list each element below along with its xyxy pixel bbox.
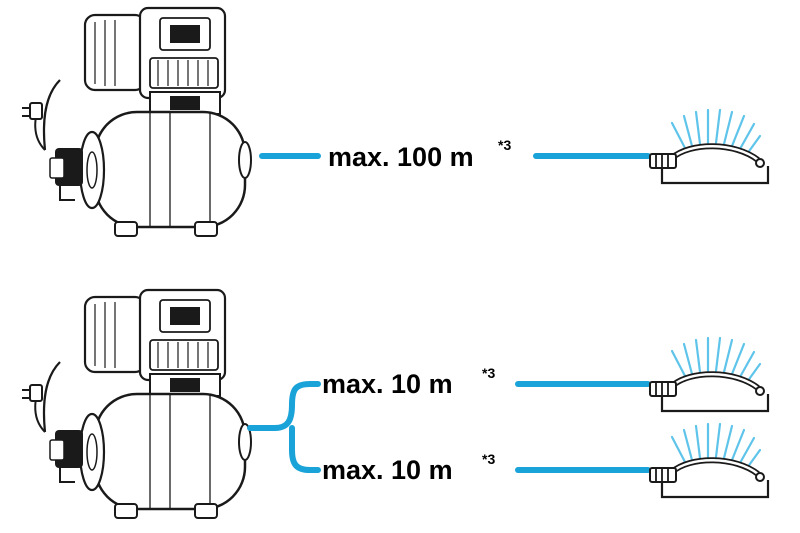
hose-length-label: max. 10 m	[322, 369, 453, 399]
hose-length-footnote: *3	[498, 137, 511, 153]
hose-length-footnote: *3	[482, 451, 495, 467]
hose-branch	[247, 381, 321, 473]
hose-length-label: max. 10 m	[322, 455, 453, 485]
sprinkler-icon	[650, 110, 768, 183]
sprinkler-icon	[650, 424, 768, 497]
pump-icon	[20, 288, 253, 520]
hose-length-footnote: *3	[482, 365, 495, 381]
hose-length-label: max. 100 m	[328, 142, 474, 172]
pump-icon	[20, 6, 253, 238]
sprinkler-icon	[650, 338, 768, 411]
